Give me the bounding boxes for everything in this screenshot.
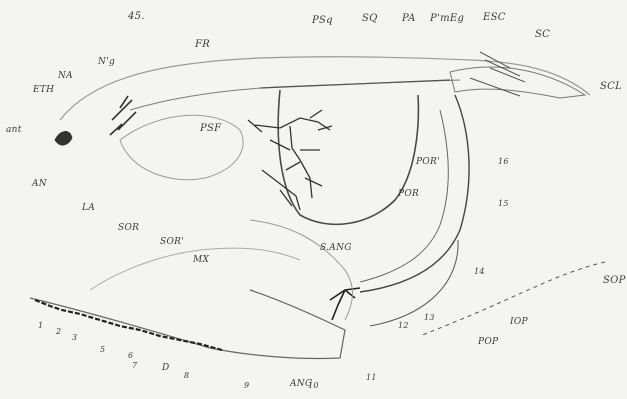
label-sor-prime: SOR' [160, 237, 184, 247]
number-12: 12 [398, 321, 409, 330]
sensory-canal-branches [247, 109, 333, 211]
label-an: AN [32, 179, 47, 189]
dentary-teeth-row [34, 298, 223, 352]
number-16: 16 [498, 157, 509, 166]
number-6: 6 [128, 351, 134, 360]
label-pbmeg: P'mEg [430, 13, 465, 24]
frontal-midline [259, 79, 451, 89]
number-13: 13 [424, 313, 435, 322]
skull-roof-outline [59, 56, 591, 121]
occipital-ridges [469, 51, 526, 97]
label-d: D [162, 363, 170, 373]
occipital-outline [449, 66, 587, 99]
label-ng: N'g [98, 57, 116, 67]
label-por: POR [398, 189, 420, 199]
label-esc: ESC [483, 12, 506, 23]
label-pop: POP [478, 337, 499, 347]
label-por-prime: POR' [416, 157, 440, 167]
nasal-marks [109, 95, 137, 136]
number-10: 10 [308, 381, 319, 390]
label-eth: ETH [33, 85, 55, 95]
label-sang: S.ANG [320, 243, 352, 253]
label-ant: ant [6, 125, 22, 135]
number-8: 8 [184, 371, 190, 380]
preopercle-inner-curve [359, 109, 449, 283]
label-sq: SQ [362, 13, 378, 24]
number-7: 7 [132, 361, 138, 370]
label-sc: SC [535, 29, 551, 40]
number-14: 14 [474, 267, 485, 276]
supraorbital-line [129, 79, 461, 111]
number-3: 3 [72, 333, 78, 342]
parasphenoid-outline [119, 114, 244, 181]
number-2: 2 [56, 327, 62, 336]
label-scl: SCL [600, 81, 623, 92]
label-sor: SOR [118, 223, 140, 233]
nostril-mark [54, 131, 73, 146]
lower-jaw-outline [29, 289, 346, 360]
label-fr: FR [195, 39, 211, 50]
suborbital-outline [249, 219, 353, 321]
label-la: LA [82, 203, 96, 213]
figure-number: 45. [128, 11, 145, 22]
orbit-outline [277, 89, 420, 226]
label-sop: SOP [603, 275, 626, 286]
number-5: 5 [100, 345, 106, 354]
maxilla-outline [89, 247, 301, 291]
jaw-canal-branch [329, 287, 361, 321]
label-psf: PSF [200, 123, 222, 134]
label-na-upper: NA [58, 71, 73, 81]
preopercle-curve [359, 94, 470, 293]
preopercle-outer-curve [369, 239, 459, 327]
number-11: 11 [366, 373, 377, 382]
label-iop: IOP [510, 317, 528, 327]
label-psq: PSq [312, 15, 333, 26]
number-1: 1 [38, 321, 44, 330]
label-pa: PA [402, 13, 416, 24]
label-mx: MX [193, 255, 210, 265]
label-ang: ANG [290, 379, 313, 389]
number-15: 15 [498, 199, 509, 208]
number-9: 9 [244, 381, 250, 390]
